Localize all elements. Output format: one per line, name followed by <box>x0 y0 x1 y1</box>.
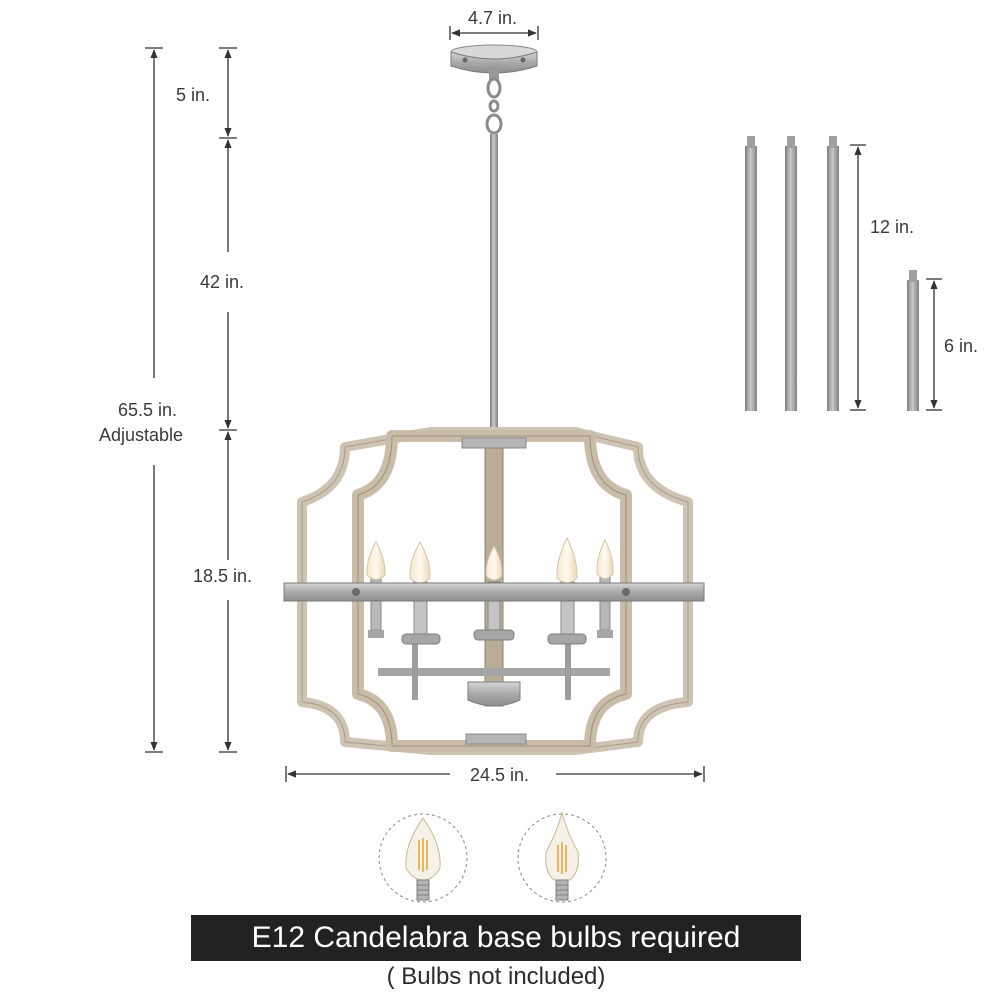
body-height-label: 18.5 in. <box>193 565 253 587</box>
chandelier-body <box>283 427 705 755</box>
long-rod-1 <box>745 136 757 411</box>
canopy-height-label: 5 in. <box>176 84 211 106</box>
bulb-illustration-1 <box>378 813 468 903</box>
hanging-loop <box>485 77 503 135</box>
chain-length-label: 42 in. <box>200 271 245 293</box>
extension-rods <box>745 136 919 411</box>
body-width-label: 24.5 in. <box>470 764 530 786</box>
long-rod-3 <box>827 136 839 411</box>
bulbs-not-included-note: ( Bulbs not included) <box>386 963 606 990</box>
long-rod-2 <box>785 136 797 411</box>
bulb-illustration-2 <box>517 811 607 903</box>
canopy-width-label: 4.7 in. <box>468 7 518 29</box>
metal-band <box>283 582 705 602</box>
short-rod <box>907 270 919 411</box>
candle-bulbs <box>366 536 614 584</box>
total-height-note: Adjustable <box>99 424 184 446</box>
total-height-label: 65.5 in. <box>118 399 178 421</box>
downrod <box>490 134 498 434</box>
center-cup <box>467 681 521 707</box>
bulb-requirement-banner: E12 Candelabra base bulbs required <box>191 915 801 961</box>
short-rod-length-label: 6 in. <box>944 335 979 357</box>
long-rod-length-label: 12 in. <box>870 216 915 238</box>
canopy <box>450 44 538 80</box>
dimension-lines <box>145 26 942 782</box>
